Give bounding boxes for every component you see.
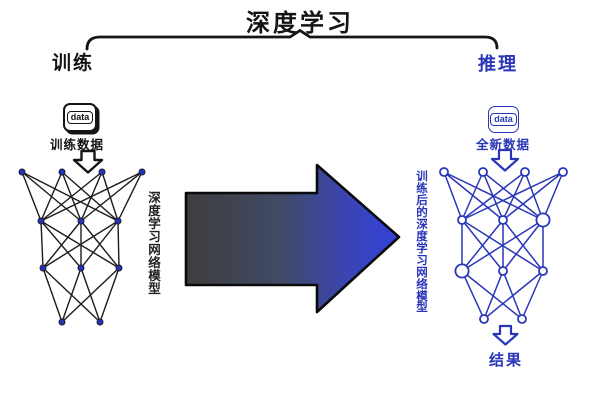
network-edge bbox=[443, 171, 463, 221]
network-node bbox=[115, 264, 123, 272]
network-node bbox=[96, 318, 104, 326]
left-neural-network bbox=[18, 168, 146, 326]
network-edge bbox=[461, 219, 544, 272]
left-model-caption: 深度学习网络模型 bbox=[148, 191, 161, 296]
network-node bbox=[77, 264, 85, 272]
inference-heading: 推理 bbox=[478, 54, 518, 74]
network-edge bbox=[117, 220, 120, 269]
right-neural-network bbox=[439, 167, 568, 324]
network-edge bbox=[461, 171, 484, 221]
network-edge bbox=[443, 171, 504, 221]
down-arrow-icon bbox=[490, 148, 520, 172]
block-arrow-icon bbox=[184, 163, 401, 314]
network-node bbox=[498, 266, 508, 276]
training-data-caption: 训练数据 bbox=[50, 138, 105, 152]
network-edge bbox=[40, 171, 143, 222]
down-arrow-icon bbox=[72, 149, 104, 174]
network-node bbox=[520, 167, 530, 177]
network-edge bbox=[502, 219, 544, 272]
network-edge bbox=[117, 171, 143, 222]
network-edge bbox=[101, 171, 119, 222]
page-title: 深度学习 bbox=[246, 10, 354, 37]
network-edge bbox=[21, 171, 119, 222]
data-key-label: data bbox=[66, 111, 94, 124]
network-edge bbox=[461, 171, 526, 221]
new-data-key-icon: data bbox=[488, 106, 519, 133]
network-node bbox=[138, 168, 146, 176]
network-node bbox=[479, 314, 489, 324]
right-model-caption: 训练后的深度学习网络模型 bbox=[416, 171, 428, 315]
training-data-key-icon: data bbox=[63, 103, 97, 132]
network-node bbox=[58, 168, 66, 176]
network-edge bbox=[521, 270, 544, 320]
network-edge bbox=[461, 219, 504, 272]
network-node bbox=[37, 217, 45, 225]
network-edge bbox=[542, 171, 564, 221]
network-node bbox=[558, 167, 568, 177]
network-edge bbox=[21, 171, 42, 222]
network-edge bbox=[42, 267, 63, 323]
network-edge bbox=[40, 220, 44, 269]
training-heading: 训练 bbox=[52, 53, 95, 74]
network-edge bbox=[80, 171, 143, 222]
network-edge bbox=[40, 220, 82, 269]
network-node bbox=[535, 212, 551, 228]
network-node bbox=[39, 264, 47, 272]
network-node bbox=[58, 318, 66, 326]
network-edge bbox=[42, 220, 119, 269]
down-arrow-icon bbox=[492, 324, 519, 346]
network-edge bbox=[42, 220, 82, 269]
network-edge bbox=[61, 267, 82, 323]
network-edge bbox=[61, 267, 120, 323]
network-node bbox=[454, 263, 470, 279]
network-node bbox=[77, 217, 85, 225]
overbrace bbox=[85, 28, 499, 51]
network-node bbox=[517, 314, 527, 324]
network-node bbox=[98, 168, 106, 176]
network-edge bbox=[502, 171, 564, 221]
network-node bbox=[114, 217, 122, 225]
network-node bbox=[538, 266, 548, 276]
network-edge bbox=[40, 171, 103, 222]
network-edge bbox=[80, 220, 119, 269]
data-key-label: data bbox=[490, 113, 517, 126]
network-edge bbox=[461, 171, 564, 221]
network-edge bbox=[40, 171, 63, 222]
network-edge bbox=[461, 270, 485, 320]
network-node bbox=[498, 215, 508, 225]
new-data-caption: 全新数据 bbox=[476, 138, 531, 152]
network-node bbox=[478, 167, 488, 177]
network-edge bbox=[99, 267, 120, 323]
network-node bbox=[18, 168, 26, 176]
result-caption: 结果 bbox=[488, 352, 523, 369]
network-node bbox=[439, 167, 449, 177]
network-edge bbox=[461, 270, 523, 320]
network-edge bbox=[483, 270, 544, 320]
network-edge bbox=[483, 270, 504, 320]
network-node bbox=[457, 215, 467, 225]
